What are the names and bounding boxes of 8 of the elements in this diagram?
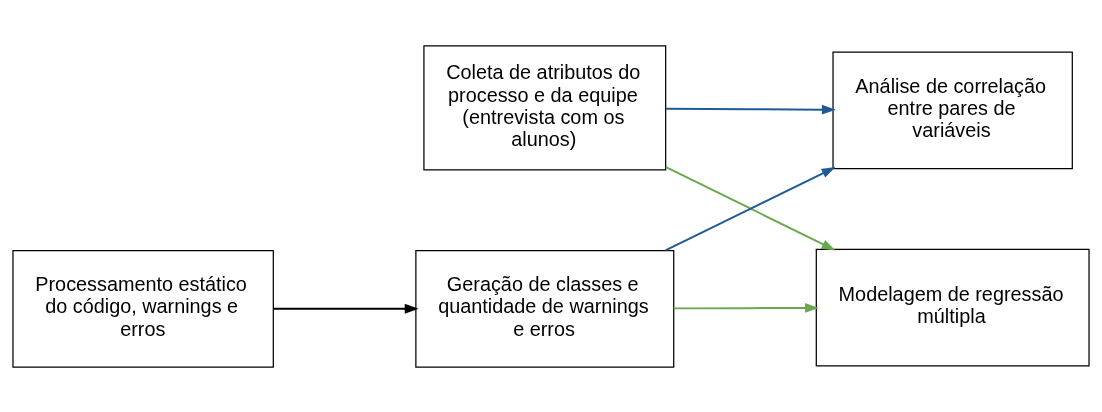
node-box: Coleta de atributos do processo e da equipe (entrevista com os alunos) bbox=[423, 44, 667, 171]
node-box: Processamento estático do código, warnings e erros bbox=[12, 249, 274, 368]
node-box: Análise de correlação entre pares de variáveis bbox=[832, 51, 1073, 169]
arrow bbox=[272, 303, 419, 314]
arrow bbox=[672, 302, 819, 313]
arrow bbox=[665, 104, 836, 114]
node-box: Geração de classes e quantidade de warnings e erros bbox=[415, 249, 675, 368]
node-box: Modelagem de regressão múltipla bbox=[815, 248, 1090, 366]
